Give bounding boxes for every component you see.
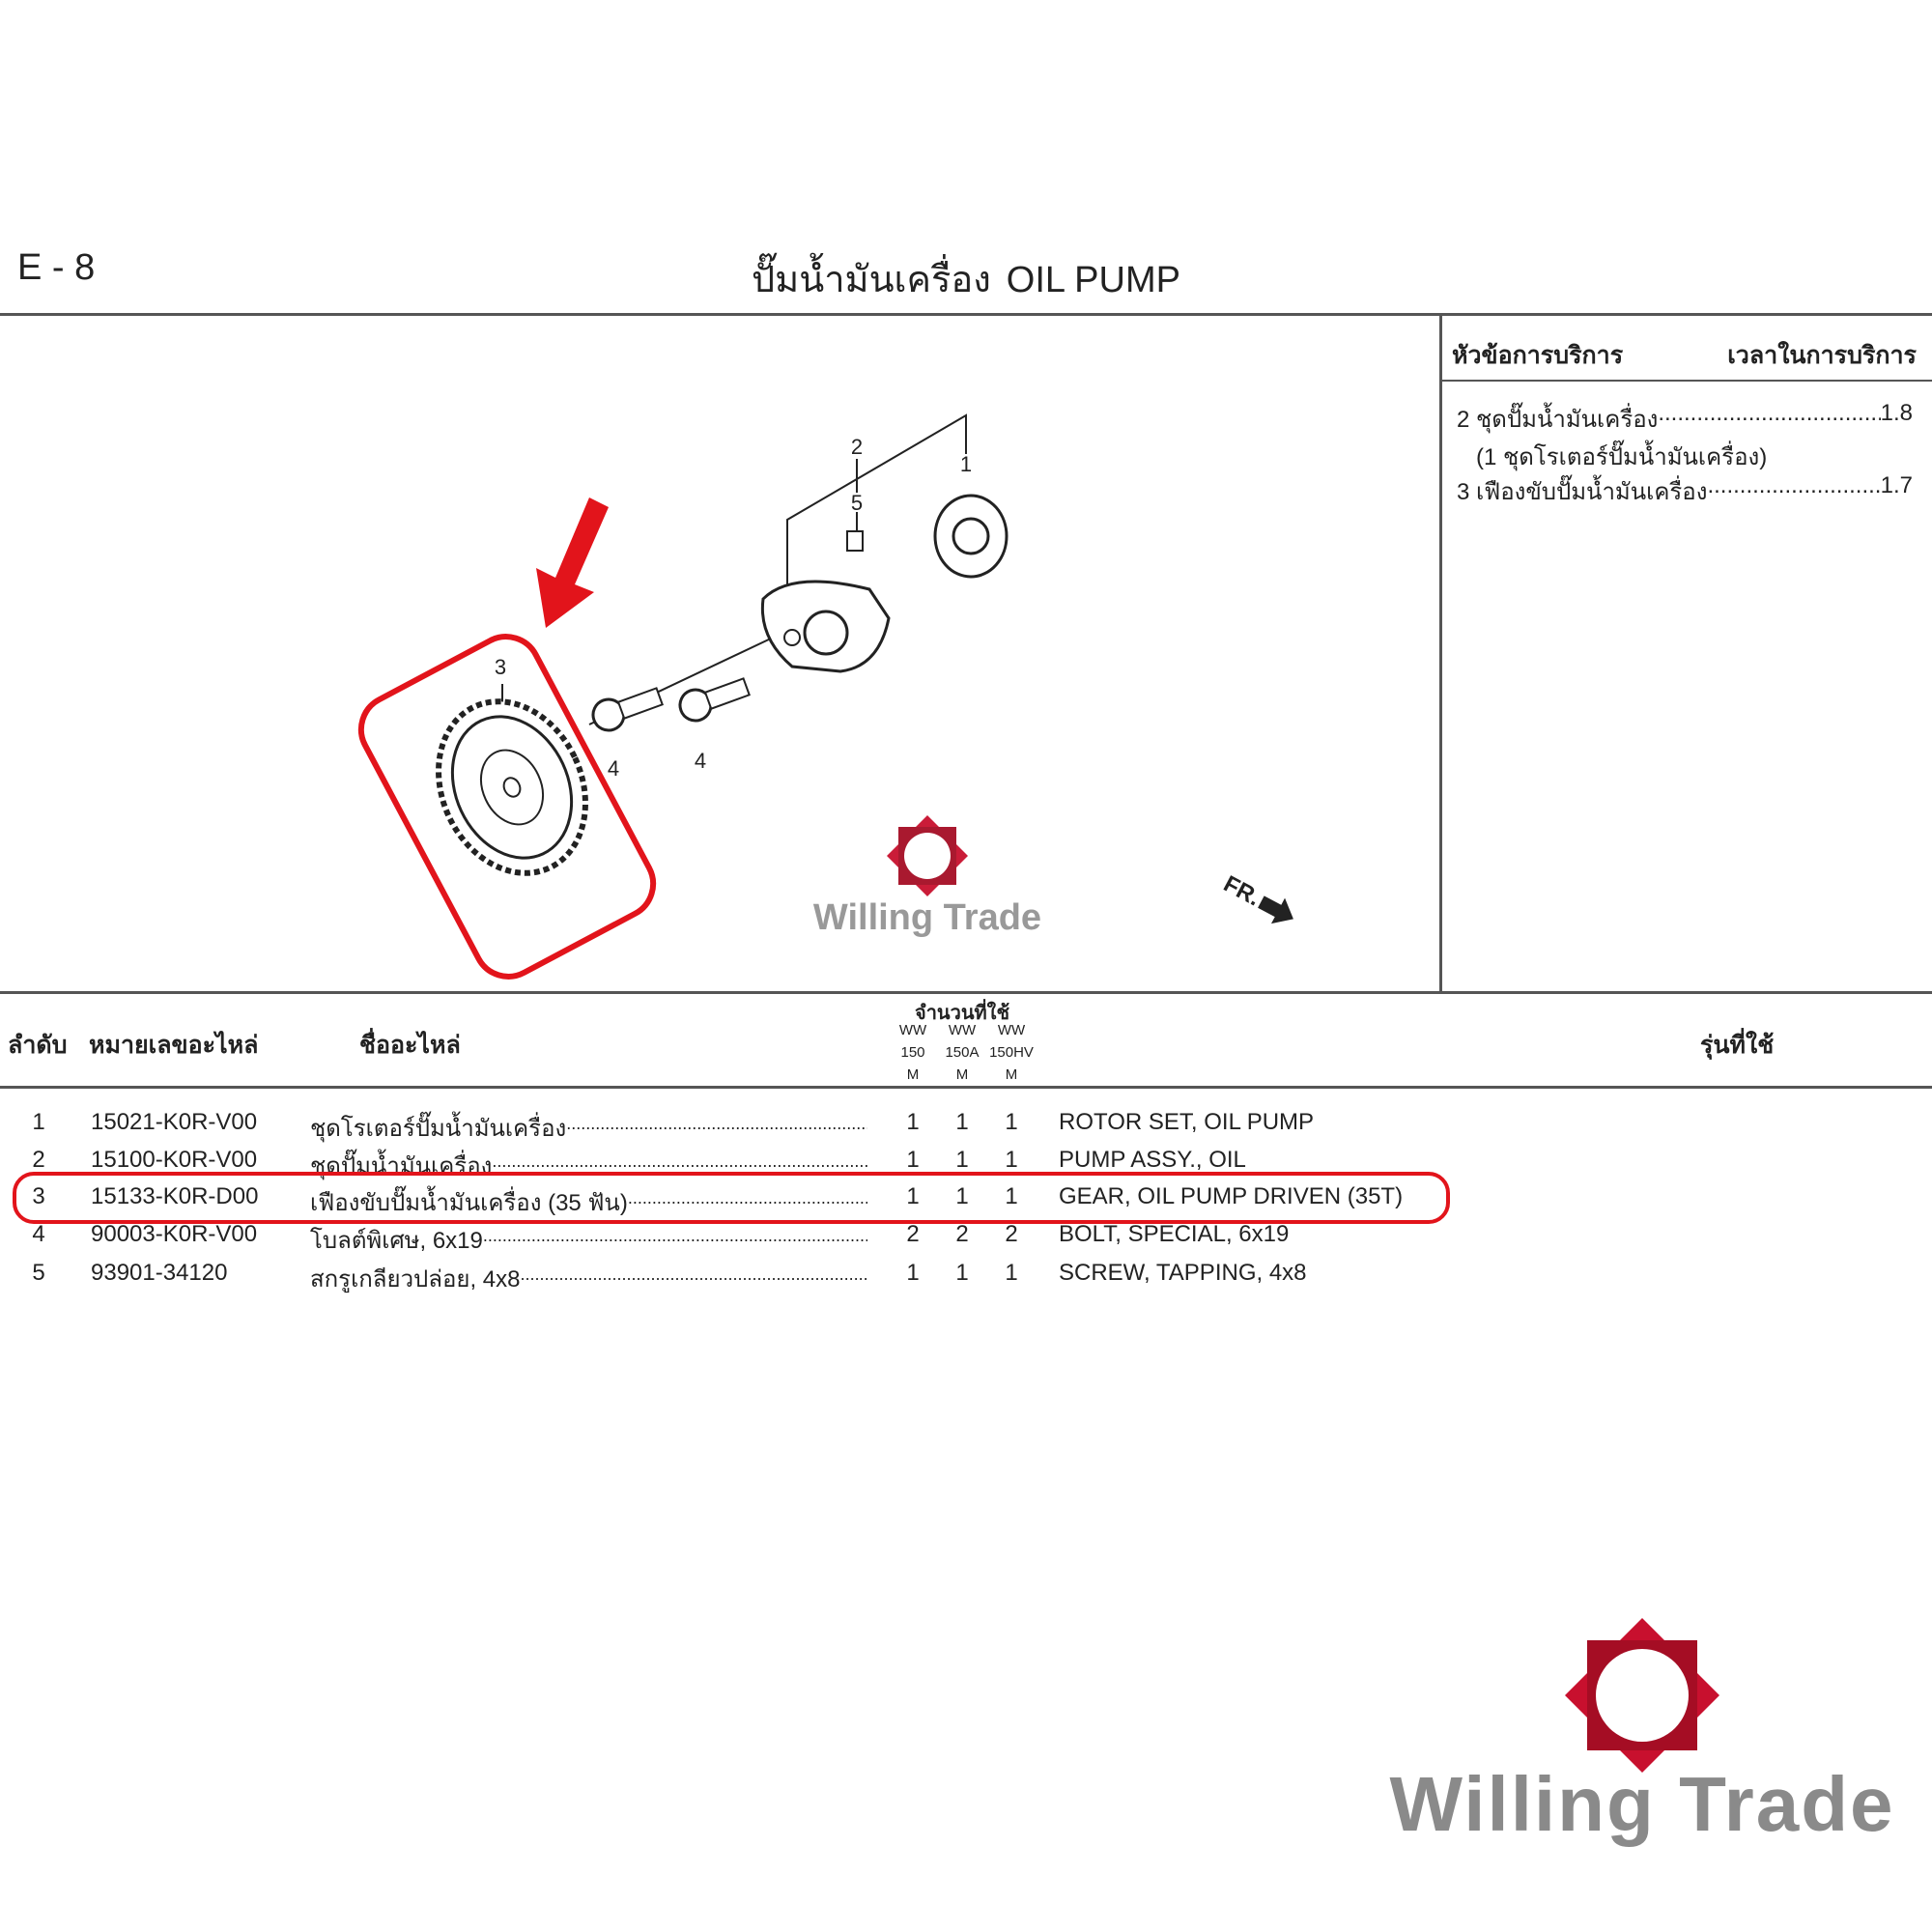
panel-divider — [1439, 314, 1442, 992]
callout: 5 — [851, 491, 863, 515]
title-english: OIL PUMP — [1006, 260, 1180, 300]
front-direction-indicator: FR. — [1219, 870, 1293, 924]
row-highlight-box — [13, 1172, 1450, 1224]
title-thai: ปั๊มน้ำมันเครื่อง — [752, 260, 991, 300]
service-header-rule — [1442, 380, 1932, 382]
svg-text:FR.: FR. — [1219, 870, 1264, 911]
callout: 1 — [960, 452, 972, 476]
table-top-rule — [0, 991, 1932, 994]
watermark-logo-icon — [1565, 1618, 1719, 1773]
screw — [846, 530, 864, 552]
service-item: 3 เฟืองขับปั๊มน้ำมันเครื่อง1.7 — [1457, 472, 1913, 510]
col-header-models-used: รุ่นที่ใช้ — [1700, 1032, 1775, 1059]
rotor-set — [933, 494, 1009, 579]
red-arrow-icon — [536, 497, 609, 628]
bolt — [591, 687, 664, 732]
table-header-rule — [0, 1086, 1932, 1089]
col-header-part-name: ชื่ออะไหล่ — [359, 1032, 461, 1059]
callout: 4 — [608, 756, 619, 781]
service-topic-header: หัวข้อการบริการ — [1452, 342, 1624, 369]
watermark-logo-small — [887, 815, 968, 896]
exploded-diagram: 1 2 3 4 4 5 FR. Willing Trade — [357, 413, 1293, 980]
callout: 2 — [851, 435, 863, 459]
section-code: E - 8 — [17, 247, 96, 288]
arrow-icon — [1258, 895, 1293, 924]
gear-highlight-box — [357, 634, 657, 980]
pump-assy — [760, 580, 891, 673]
service-item-note: (1 ชุดโรเตอร์ปั๊มน้ำมันเครื่อง) — [1476, 444, 1768, 470]
driven-gear — [436, 698, 588, 876]
top-rule — [0, 313, 1932, 316]
watermark-text-small: Willing Trade — [813, 897, 1041, 938]
col-header-no: ลำดับ — [8, 1032, 68, 1059]
callout: 3 — [495, 655, 506, 679]
col-header-quantity: จำนวนที่ใช้ — [914, 1003, 1010, 1024]
bolt — [678, 677, 751, 723]
service-time-header: เวลาในการบริการ — [1727, 342, 1917, 369]
watermark-text: Willing Trade — [1389, 1761, 1895, 1847]
service-item: 2 ชุดปั๊มน้ำมันเครื่อง 1.8 — [1457, 400, 1913, 438]
page-title: ปั๊มน้ำมันเครื่อง OIL PUMP — [0, 249, 1932, 308]
callout: 4 — [695, 749, 706, 773]
col-header-part-number: หมายเลขอะไหล่ — [89, 1032, 259, 1059]
